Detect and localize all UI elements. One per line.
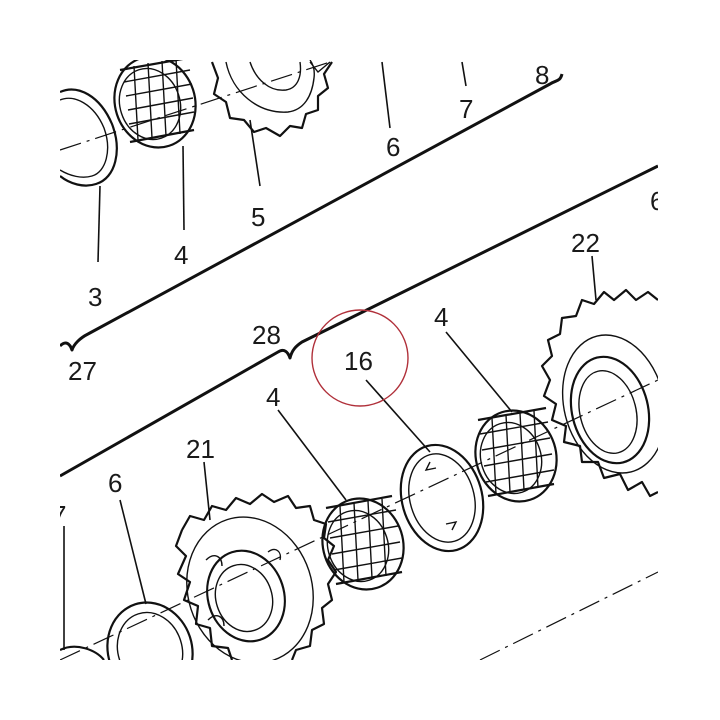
callout-6-lower: 6: [108, 468, 122, 498]
highlight-circle-16: [311, 309, 409, 407]
leader-4-lower-right: [445, 331, 513, 413]
leader-16: [365, 379, 431, 453]
callout-16: 16: [344, 346, 373, 376]
leader-4-lower-left: [277, 409, 347, 501]
part-4-needle-bearing-lower-right: [474, 406, 558, 503]
leader-21: [203, 461, 211, 521]
part-21-gear: [174, 492, 338, 664]
leader-6-upper: [381, 61, 391, 129]
callout-27: 27: [68, 356, 97, 386]
callout-4-lower-left: 4: [266, 382, 280, 412]
callout-6-upper: 6: [386, 132, 400, 162]
callout-4-lower-right: 4: [434, 302, 448, 332]
callout-8: 8: [535, 60, 549, 90]
part-16-thrust-washer: [399, 443, 485, 553]
part-7-ring-lower: [59, 645, 105, 661]
callout-21: 21: [186, 434, 215, 464]
callout-28: 28: [252, 320, 281, 350]
part-4-needle-bearing-lower-left: [321, 494, 405, 591]
part-5-gear-upper: [210, 59, 333, 138]
callout-7-upper: 7: [459, 94, 473, 124]
brace-upper-group: [58, 73, 564, 352]
leader-22: [591, 255, 597, 301]
lower-shaft-axis: [59, 379, 659, 661]
leader-5: [249, 119, 261, 187]
callout-3: 3: [88, 282, 102, 312]
leader-6-lower: [119, 499, 147, 605]
upper-shaft-axis: [59, 61, 331, 151]
callout-22: 22: [571, 228, 600, 258]
brace-lower-group: [59, 164, 659, 478]
part-3-washer: [59, 88, 118, 187]
callout-4-upper: 4: [174, 240, 188, 270]
leader-4-upper: [182, 145, 185, 231]
callout-5: 5: [251, 202, 265, 232]
leader-3: [97, 185, 101, 263]
secondary-axis: [479, 571, 659, 661]
part-22-gear: [540, 288, 667, 498]
leader-7-upper: [461, 61, 467, 87]
part-4-needle-bearing-upper: [113, 55, 197, 149]
